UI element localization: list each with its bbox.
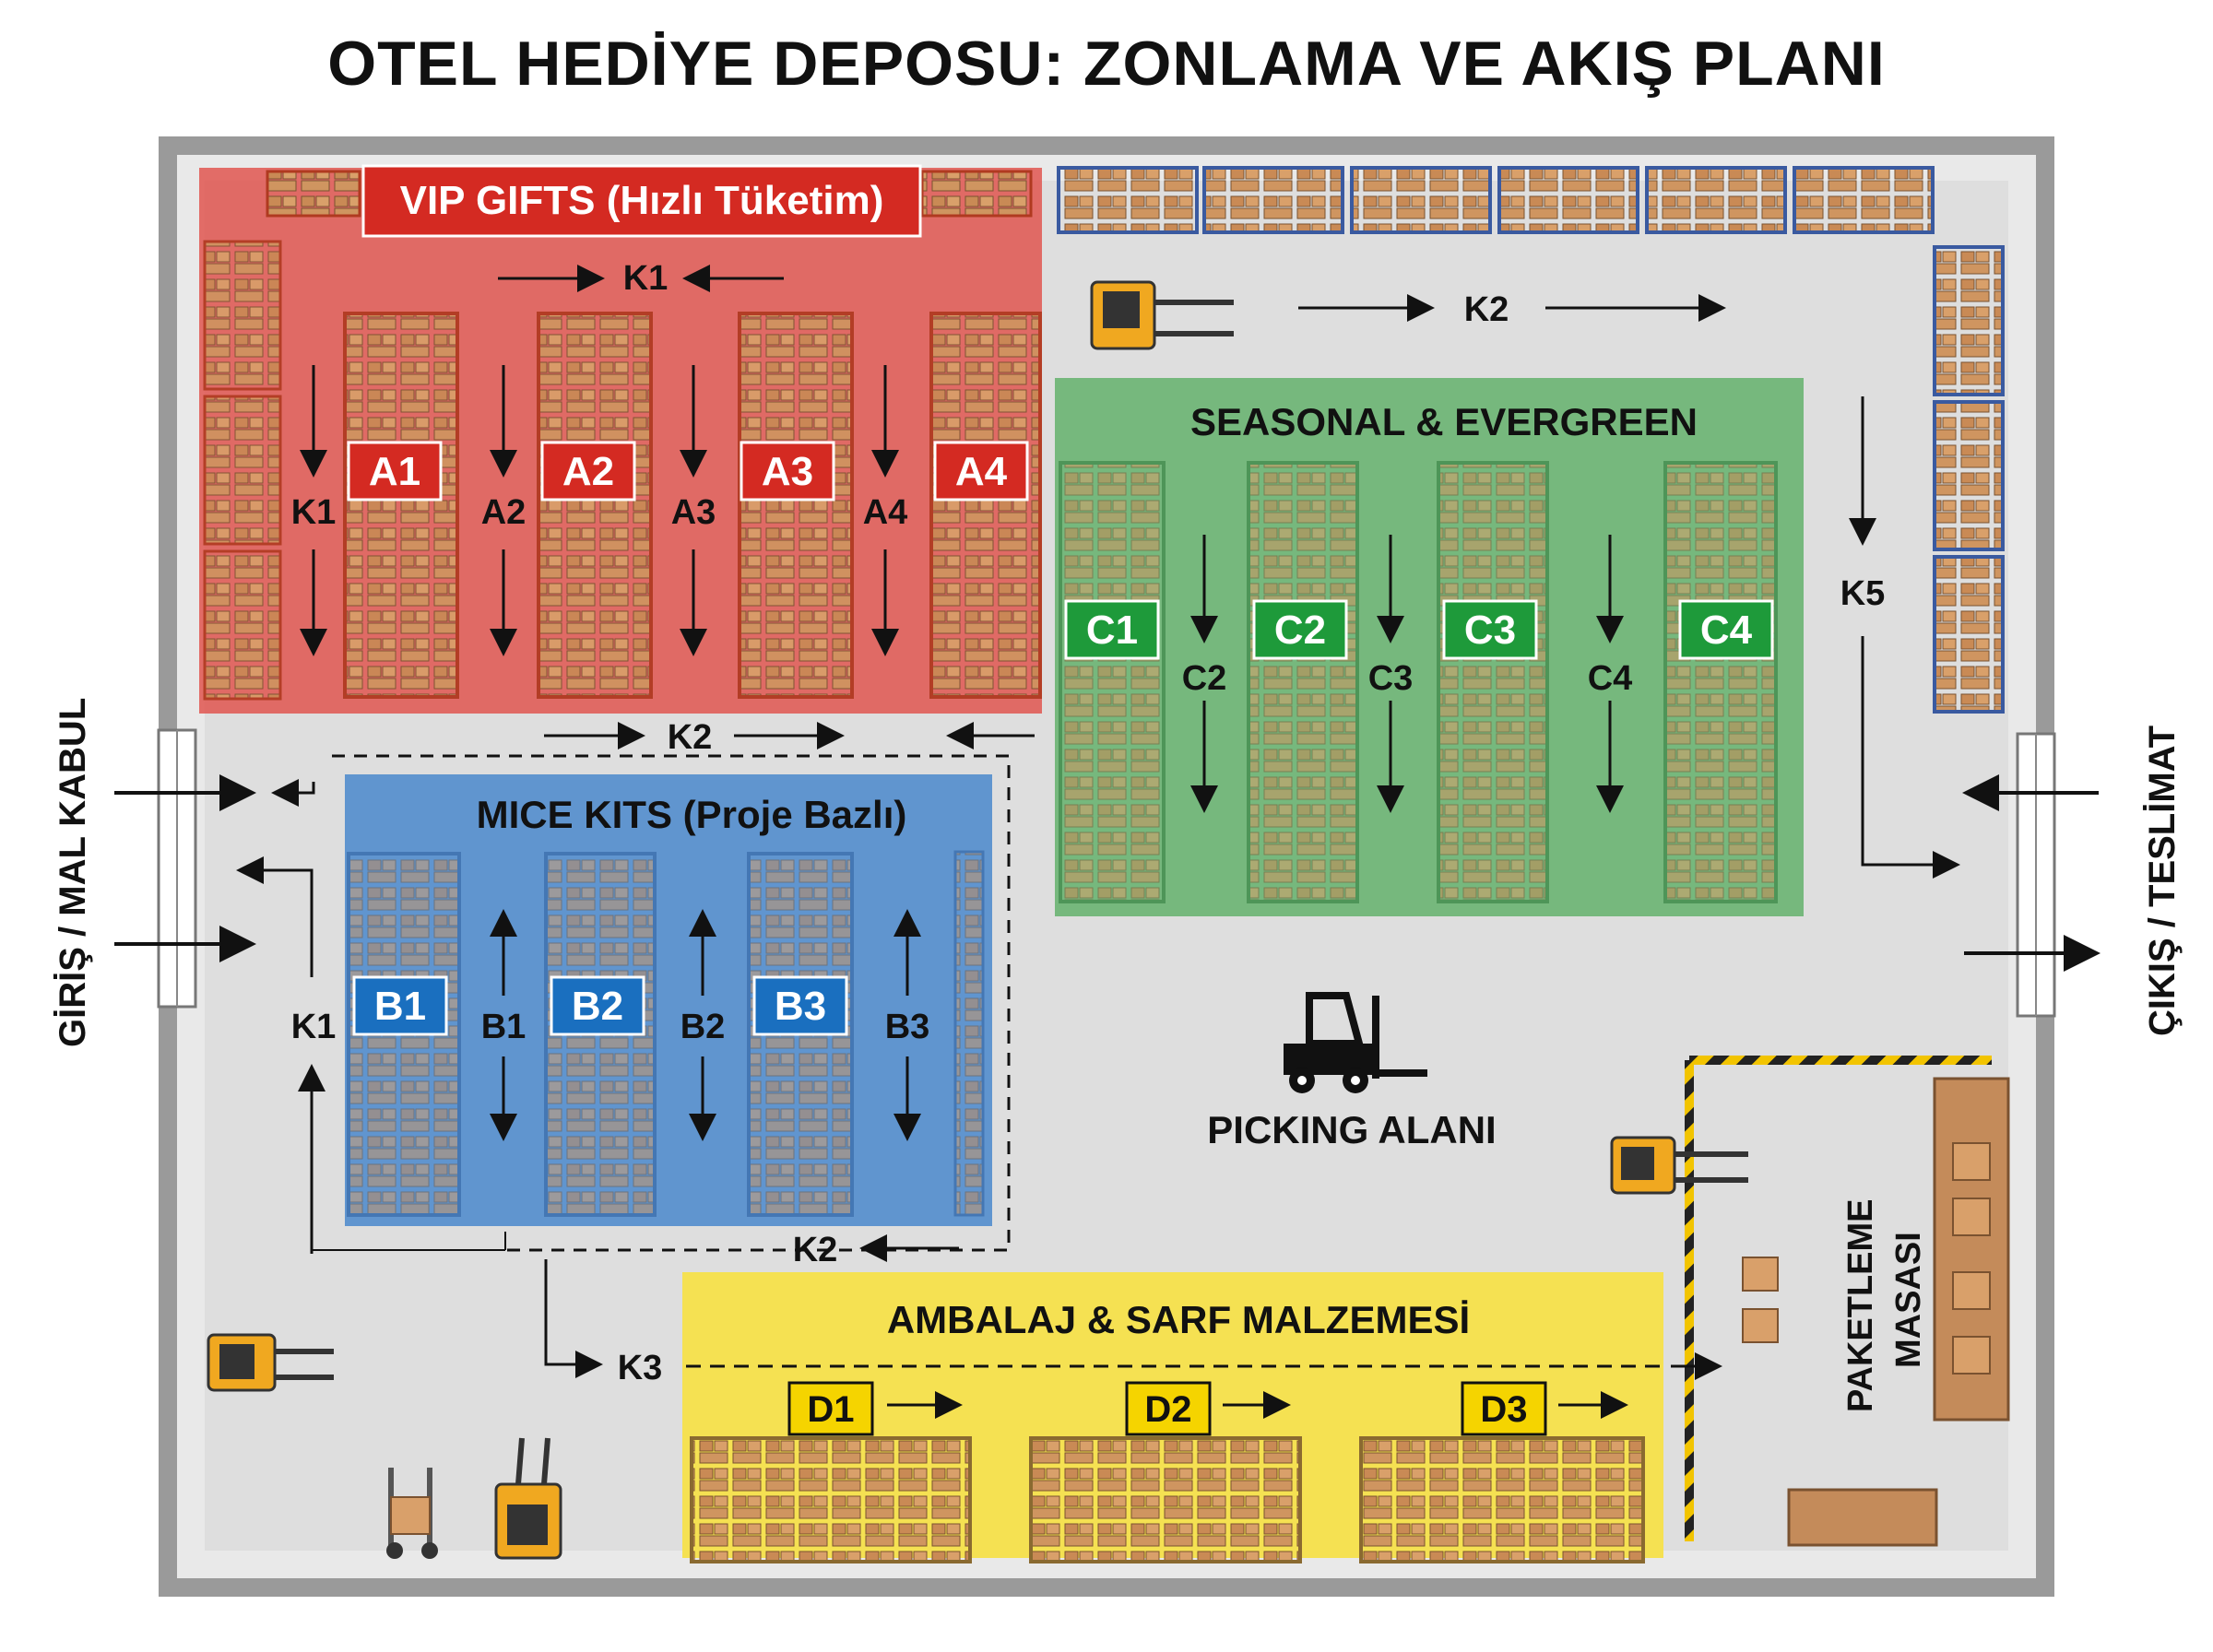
rack-c4: C4 [1663, 461, 1778, 903]
rack-b1-label: B1 [374, 984, 426, 1029]
rack-a2: A2 [537, 312, 653, 699]
zone-vip: VIP GIFTS (Hızlı Tüketim) A1 A2 A3 A4 [199, 164, 1042, 714]
rack-c3-label: C3 [1464, 608, 1516, 653]
rack-a4: A4 [929, 312, 1042, 699]
aisle-label-k1-top: K1 [623, 259, 669, 298]
pallet-rack-icon [1793, 166, 1935, 234]
rack-a3-label: A3 [762, 449, 813, 494]
pallet-rack-icon [1933, 400, 2005, 551]
pallet-rack-icon [1359, 1436, 1645, 1564]
corridor-label-k1-left: K1 [291, 1008, 337, 1046]
aisle-label-c3: C3 [1368, 659, 1414, 698]
rack-c2-label: C2 [1274, 608, 1326, 653]
rack-b1: B1 [347, 852, 461, 1217]
pallet-rack-icon [1933, 555, 2005, 714]
pallet-rack-icon [203, 240, 282, 391]
top-wall-racks [1057, 166, 1935, 234]
rack-d2-label: D2 [1144, 1389, 1191, 1430]
aisle-label-k1: K1 [291, 493, 337, 532]
flow-arrows [114, 294, 2101, 1380]
pallet-rack-icon [1057, 166, 1199, 234]
pallet-rack-icon [1029, 1436, 1302, 1564]
corridor-label-k2-bottom: K2 [793, 1231, 838, 1269]
aisle-label-a4: A4 [863, 493, 908, 532]
aisle-label-a2: A2 [481, 493, 527, 532]
pallet-rack-icon [1202, 166, 1344, 234]
rack-d3: D3 [1461, 1381, 1547, 1436]
pallet-rack-icon [953, 850, 985, 1217]
rack-a1-label: A1 [369, 449, 420, 494]
forklift-icon [1090, 280, 1234, 350]
corridor-label-k3: K3 [618, 1349, 663, 1387]
rack-d1-label: D1 [807, 1389, 854, 1430]
zone-seasonal: SEASONAL & EVERGREEN C1 C2 C3 C4 [1055, 378, 1804, 916]
pallet-rack-icon [1350, 166, 1492, 234]
rack-a3: A3 [738, 312, 854, 699]
corridor-label-k2-top: K2 [1464, 290, 1509, 329]
hand-truck-icon [386, 1468, 438, 1559]
rack-b3-label: B3 [775, 984, 826, 1029]
aisle-label-b1: B1 [481, 1008, 527, 1046]
forklift-icon [494, 1437, 562, 1560]
corridor-label-k5: K5 [1840, 574, 1886, 613]
arrow-icon [490, 909, 921, 1141]
arrow-icon [1190, 535, 1624, 813]
exit-label: ÇIKIŞ / TESLİMAT [2142, 726, 2183, 1036]
forklift-icon [207, 1333, 334, 1392]
rack-label-a1 [347, 441, 443, 502]
zone-mice: MICE KITS (Proje Bazlı) B1 B2 B3 B1 B2 B… [345, 774, 992, 1226]
aisle-label-c4: C4 [1588, 659, 1633, 698]
corridor-label-k2-middle: K2 [668, 718, 713, 757]
rack-d1: D1 [787, 1381, 874, 1436]
pallet-rack-icon [203, 395, 282, 546]
page-title: OTEL HEDİYE DEPOSU: ZONLAMA VE AKIŞ PLAN… [327, 29, 1886, 99]
aisle-label-a3: A3 [671, 493, 716, 532]
right-wall-racks [1933, 245, 2005, 714]
packing-station: PAKETLEME MASASI [1685, 1056, 2010, 1547]
pallet-rack-icon [1497, 166, 1639, 234]
rack-a2-label: A2 [562, 449, 614, 494]
rack-a1: A1 [343, 312, 459, 699]
pallet-rack-icon [1933, 245, 2005, 396]
rack-b2-label: B2 [572, 984, 623, 1029]
zone-seasonal-label: SEASONAL & EVERGREEN [1190, 400, 1698, 443]
pallet-rack-icon [203, 549, 282, 701]
rack-a4-label: A4 [955, 449, 1008, 494]
rack-c3: C3 [1437, 461, 1549, 903]
entrance-label: GİRİŞ / MAL KABUL [53, 698, 93, 1047]
rack-d2: D2 [1125, 1381, 1212, 1436]
zone-vip-label: VIP GIFTS (Hızlı Tüketim) [400, 178, 884, 223]
forklift-icon [1284, 992, 1427, 1093]
picking-label: PICKING ALANI [1207, 1108, 1496, 1151]
pallet-rack-icon [920, 170, 1033, 218]
zone-packaging-label: AMBALAJ & SARF MALZEMESİ [887, 1298, 1470, 1341]
rack-d3-label: D3 [1480, 1389, 1527, 1430]
pallet-rack-icon [266, 170, 361, 218]
packing-label-line1: PAKETLEME [1841, 1198, 1880, 1412]
aisle-label-c2: C2 [1182, 659, 1227, 698]
forklift-icon [1610, 1136, 1748, 1195]
rack-c4-label: C4 [1700, 608, 1753, 653]
zone-packaging: AMBALAJ & SARF MALZEMESİ D1 D2 D3 [682, 1272, 1663, 1564]
pallet-rack-icon [1645, 166, 1787, 234]
pallet-rack-icon [690, 1436, 972, 1564]
aisle-label-b3: B3 [885, 1008, 930, 1046]
arrow-icon [300, 265, 899, 656]
packing-label-line2: MASASI [1889, 1232, 1928, 1368]
zone-mice-label: MICE KITS (Proje Bazlı) [477, 793, 907, 836]
rack-b2: B2 [544, 852, 657, 1217]
zone-vip-banner [361, 164, 922, 238]
rack-c1-label: C1 [1086, 608, 1138, 653]
rack-b3: B3 [747, 852, 854, 1217]
picking-area: PICKING ALANI [1207, 992, 1497, 1151]
rack-c2: C2 [1247, 461, 1359, 903]
aisle-label-b2: B2 [680, 1008, 726, 1046]
packing-table [1787, 1488, 1938, 1547]
rack-c1: C1 [1059, 461, 1166, 903]
